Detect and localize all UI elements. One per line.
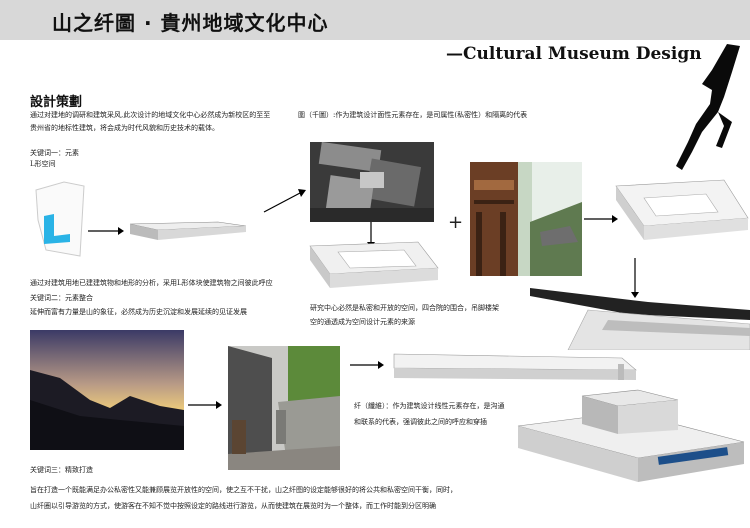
arrow-right-4 — [350, 361, 384, 369]
building-alley-photo — [228, 346, 340, 470]
page-subtitle: —Cultural Museum Design — [446, 44, 702, 64]
arrow-right-2 — [584, 215, 618, 223]
page-title: 山之纤圖 · 貴州地域文化中心 — [52, 11, 329, 35]
courtyard-aerial-photo — [310, 142, 434, 222]
arrow-right — [88, 227, 124, 235]
center-text-2: 空的通透成为空间设计元素的来源 — [310, 318, 415, 326]
final-building-model — [517, 389, 745, 482]
linear-thread-model — [393, 353, 637, 380]
thread-text-1: 纤（纖維）：作为建筑设计线性元素存在，是沟通 — [354, 402, 505, 410]
mountain-sunset-photo — [30, 330, 184, 450]
enclosure-description: 圍（千圖）:作为建筑设计面性元素存在，是司属性(私密性）和隔离的代表 — [298, 111, 528, 119]
intro-line-1: 通过对建地的调研和建筑采风,此次设计的地域文化中心必然成为新校区的至至 — [30, 111, 271, 119]
plus-sign: + — [448, 212, 464, 233]
arrow-right-3 — [188, 401, 222, 409]
l-shape-diagram — [35, 181, 85, 257]
thread-text-2: 和联系的代表，强调彼此之间的呼应和穿插 — [354, 418, 487, 426]
combined-ring-model — [615, 179, 749, 240]
keyword-3-title: 关键词三：精致打造 — [30, 466, 93, 474]
keyword-3-text-1: 旨在打造一个既能满足办公私密性又能兼顾展览开放性的空间，使之互不干扰，山之纤图的… — [30, 486, 457, 494]
mountain-form-model — [530, 288, 750, 350]
l-slab-model — [129, 221, 247, 240]
stilt-house-photo — [470, 162, 582, 276]
section-heading: 設計策劃 — [30, 95, 83, 110]
intro-line-2: 贵州省的地标性建筑，将会成为时代风貌和历史技术的载体。 — [30, 124, 219, 132]
keyword-1-title: 关键词一：元素 — [30, 149, 79, 157]
keyword-1-text: 通过对建筑用地已建建筑物和地形的分析，采用L形体块使建筑物之间彼此呼应 — [30, 279, 273, 287]
figure-silhouette — [676, 44, 740, 170]
keyword-1-subtitle: L形空间 — [30, 160, 56, 168]
courtyard-ring-model — [309, 241, 439, 288]
arrow-diagonal — [263, 189, 306, 213]
keyword-3-text-2: 山纤圈以引导游览的方式，使游客在不知不觉中按照设定的路线进行游览，从而使建筑在展… — [30, 502, 436, 510]
center-text-1: 研究中心必然是私密和开放的空间，四合院的围合，吊脚楼架 — [310, 304, 499, 312]
keyword-2-title: 关键词二：元素整合 — [30, 294, 93, 302]
keyword-2-text: 延伸而富有力量是山的象征，必然成为历史沉淀和发展延续的见证发展 — [30, 308, 247, 316]
arrow-down-2 — [631, 258, 639, 298]
header-band — [0, 0, 750, 40]
